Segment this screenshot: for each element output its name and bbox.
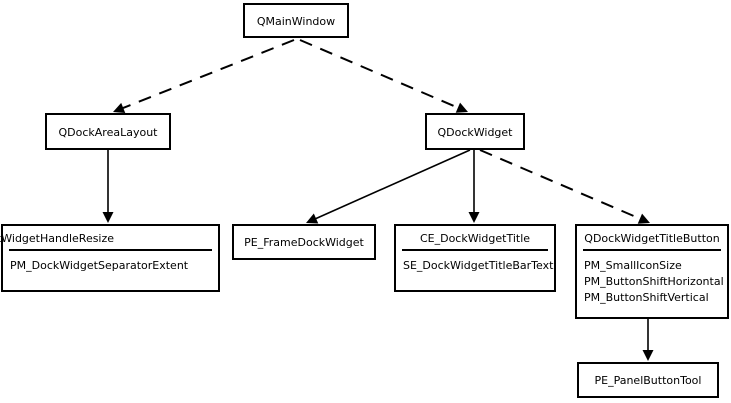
edge-qmainwindow-qdockwidget bbox=[299, 39, 468, 113]
node-pe_panelbuttontool_box[interactable]: PE_PanelButtonTool bbox=[577, 362, 719, 398]
edge-qmainwindow-qdockwidget-arrowhead-icon bbox=[455, 102, 468, 113]
node-pe_indicator_box[interactable]: PE_IndicatorDockWidgetHandleResizePM_Doc… bbox=[0, 224, 220, 292]
node-qdockarealayout-box bbox=[45, 113, 171, 150]
node-qdockwidgettitlebutton_box-attribute: PM_ButtonShiftHorizontal bbox=[584, 275, 724, 288]
node-qdockarealayout-title: QDockAreaLayout bbox=[59, 126, 159, 139]
node-qmainwindow-box bbox=[243, 3, 349, 38]
edge-qdockwidget-ce_dockwidgettitle bbox=[468, 150, 480, 223]
edge-qdockwidget-pe_framedockwidget bbox=[306, 149, 471, 224]
edge-qdockwidget-qdockwidgettitlebutton bbox=[479, 149, 650, 224]
node-pe_framedockwidget_box[interactable]: PE_FrameDockWidget bbox=[232, 224, 376, 260]
edge-qdockarealayout-pe_indicator bbox=[102, 150, 114, 223]
node-qmainwindow-title: QMainWindow bbox=[257, 15, 335, 28]
node-qdockwidgettitlebutton_box[interactable]: QDockWidgetTitleButtonPM_SmallIconSizePM… bbox=[575, 224, 729, 319]
edge-qmainwindow-qdockwidget-line bbox=[299, 39, 460, 110]
node-qdockwidgettitlebutton_box-title: QDockWidgetTitleButton bbox=[584, 232, 719, 245]
edge-qdockwidget-pe_framedockwidget-arrowhead-icon bbox=[306, 213, 319, 224]
node-ce_dockwidgettitle_box-attribute: SE_DockWidgetTitleBarText bbox=[403, 259, 554, 272]
node-pe_indicator_box-attribute: PM_DockWidgetSeparatorExtent bbox=[10, 259, 189, 272]
node-qdockwidget[interactable]: QDockWidget bbox=[425, 113, 525, 150]
node-qdockwidget-box bbox=[425, 113, 525, 150]
edge-qdockwidgettitlebutton-pe_panelbuttontool bbox=[642, 319, 654, 361]
edge-qdockwidget-qdockwidgettitlebutton-arrowhead-icon bbox=[637, 213, 650, 224]
edge-qmainwindow-qdockarealayout bbox=[113, 39, 295, 114]
node-pe_framedockwidget_box-title: PE_FrameDockWidget bbox=[244, 236, 364, 249]
node-pe_framedockwidget_box-box bbox=[232, 224, 376, 260]
edge-qdockwidgettitlebutton-pe_panelbuttontool-arrowhead-icon bbox=[642, 350, 654, 361]
node-qdockwidgettitlebutton_box-attribute: PM_ButtonShiftVertical bbox=[584, 291, 709, 304]
edge-qmainwindow-qdockarealayout-line bbox=[121, 39, 295, 110]
node-pe_panelbuttontool_box-box bbox=[577, 362, 719, 398]
node-qdockwidget-title: QDockWidget bbox=[437, 126, 513, 139]
node-ce_dockwidgettitle_box-box bbox=[394, 224, 556, 292]
edge-qdockwidget-pe_framedockwidget-line bbox=[314, 149, 471, 220]
node-qmainwindow[interactable]: QMainWindow bbox=[243, 3, 349, 38]
edges-layer bbox=[102, 39, 654, 361]
node-pe_panelbuttontool_box-title: PE_PanelButtonTool bbox=[595, 374, 702, 387]
node-pe_indicator_box-title: PE_IndicatorDockWidgetHandleResize bbox=[0, 232, 114, 245]
node-pe_indicator_box-box bbox=[1, 224, 220, 292]
node-ce_dockwidgettitle_box-title: CE_DockWidgetTitle bbox=[420, 232, 530, 245]
edge-qdockarealayout-pe_indicator-arrowhead-icon bbox=[102, 212, 114, 223]
node-qdockwidgettitlebutton_box-box bbox=[575, 224, 729, 319]
node-qdockwidgettitlebutton_box-attribute: PM_SmallIconSize bbox=[584, 259, 682, 272]
edge-qdockwidget-ce_dockwidgettitle-arrowhead-icon bbox=[468, 212, 480, 223]
node-ce_dockwidgettitle_box[interactable]: CE_DockWidgetTitleSE_DockWidgetTitleBarT… bbox=[394, 224, 556, 292]
edge-qdockwidget-qdockwidgettitlebutton-line bbox=[479, 149, 642, 221]
edge-qmainwindow-qdockarealayout-arrowhead-icon bbox=[113, 102, 126, 114]
node-qdockarealayout[interactable]: QDockAreaLayout bbox=[45, 113, 171, 150]
